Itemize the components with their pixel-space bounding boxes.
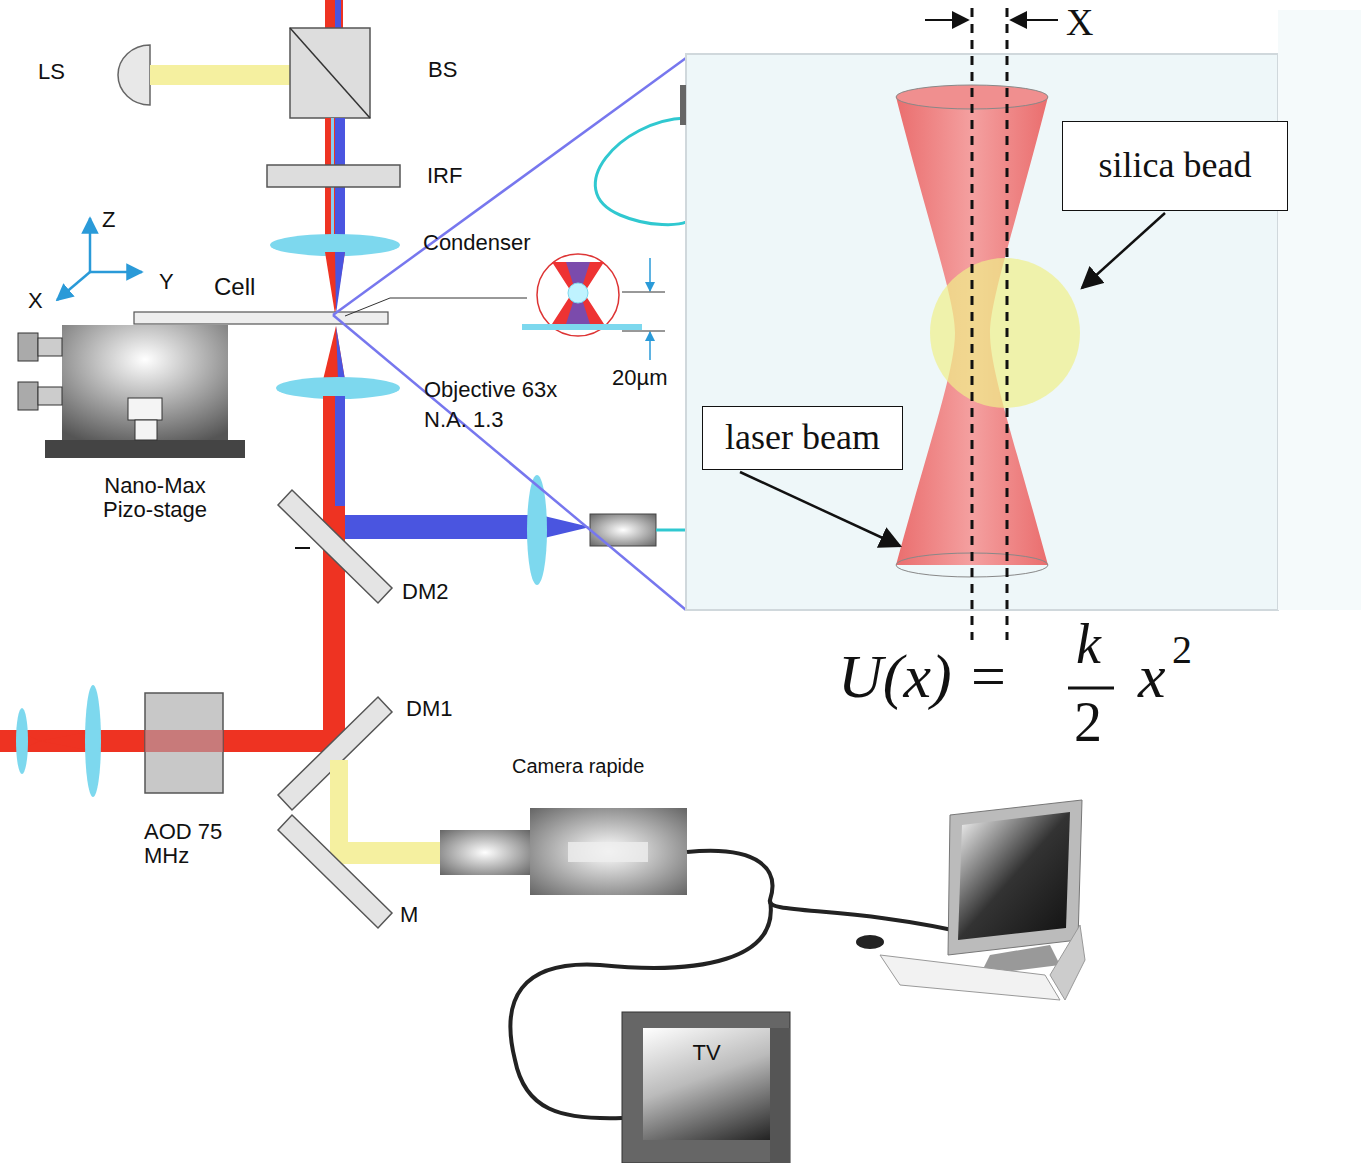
axis-label: Z xyxy=(102,208,115,232)
node-text: silica bead xyxy=(1099,145,1252,186)
part-name: Camera rapide xyxy=(512,755,644,777)
part-name: DM2 xyxy=(402,580,448,604)
part-name: IRF xyxy=(427,164,462,188)
part-name: Objective 63x xyxy=(424,378,557,402)
part-name: AOD 75 MHz xyxy=(144,820,234,868)
formula-text: 2 xyxy=(1074,692,1102,754)
part-spec: N.A. 1.3 xyxy=(424,408,503,432)
displacement-label: X xyxy=(1066,2,1093,44)
callout-box: silica bead xyxy=(1062,121,1288,211)
tv-screen: TV xyxy=(643,1028,770,1140)
axis-label: X xyxy=(28,289,43,313)
dimension: 20µm xyxy=(612,366,667,390)
formula-text: x xyxy=(1138,642,1166,710)
part-name: Cell xyxy=(214,274,255,300)
node-text: laser beam xyxy=(725,417,880,458)
part-name: DM1 xyxy=(406,697,452,721)
part-name: LS xyxy=(38,60,65,84)
formula-text: U(x) = xyxy=(838,642,1009,710)
formula-text: 2 xyxy=(1172,628,1192,672)
node-text: TV xyxy=(692,1040,720,1065)
part-name: M xyxy=(400,903,418,927)
part-name: Nano-Max Pizo-stage xyxy=(80,474,230,522)
formula-text: k xyxy=(1076,614,1101,676)
part-name: Condenser xyxy=(423,231,531,255)
callout-box: laser beam xyxy=(702,406,903,470)
part-name: BS xyxy=(428,58,457,82)
axis-label: Y xyxy=(159,270,174,294)
